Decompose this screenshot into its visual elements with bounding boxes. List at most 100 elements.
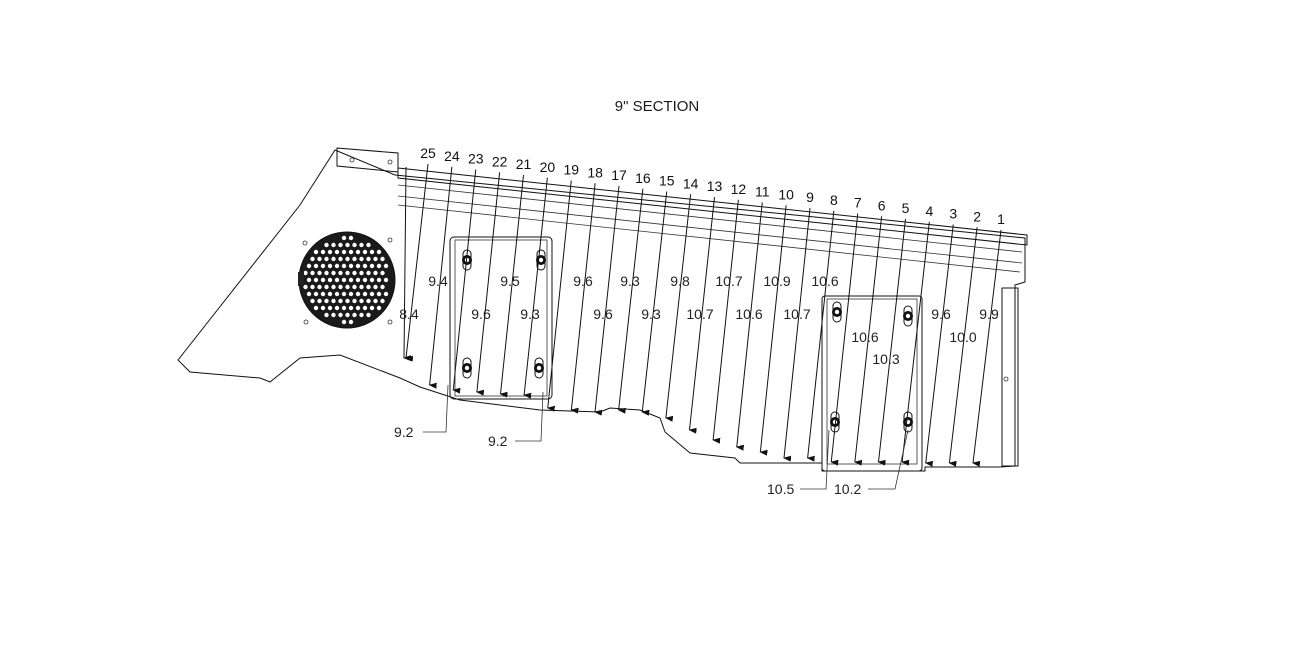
bay-number: 5	[902, 200, 910, 216]
grille-hole	[376, 305, 382, 311]
grille-hole	[306, 291, 312, 297]
bay-number: 13	[707, 178, 723, 194]
grille-hole	[362, 249, 368, 255]
grille-hole	[352, 284, 357, 290]
dimension-arrow	[712, 199, 739, 444]
dimension-arrow	[759, 205, 787, 456]
grille-hole	[317, 298, 322, 304]
grille-hole	[369, 249, 375, 255]
grille-hole	[324, 284, 329, 290]
grille-hole	[313, 277, 319, 283]
grille-hole	[341, 235, 347, 241]
grille-hole	[359, 284, 364, 290]
grille-hole	[373, 270, 378, 276]
bay-number: 24	[444, 148, 460, 164]
grille-hole	[383, 263, 389, 269]
grille-hole	[366, 256, 371, 262]
panel-outline	[177, 149, 1026, 472]
grille-hole	[352, 256, 357, 262]
grille-hole	[334, 249, 340, 255]
grille-hole	[334, 305, 340, 311]
dimension-arrow	[403, 166, 412, 362]
dimension-arrow	[806, 210, 835, 462]
grille-hole	[359, 312, 364, 318]
grille-hole	[359, 270, 364, 276]
grille-hole	[338, 298, 343, 304]
grille-hole	[306, 277, 312, 283]
bolt-center	[834, 309, 840, 315]
grille-hole	[317, 284, 322, 290]
bay-number: 14	[683, 175, 699, 191]
grille-hole	[362, 277, 368, 283]
grille-hole	[324, 270, 329, 276]
dimension-value: 9.6	[593, 306, 613, 322]
grille-hole	[348, 249, 354, 255]
grille-hole	[380, 284, 385, 290]
dimension-arrow	[546, 180, 572, 412]
grille-hole	[306, 263, 312, 269]
bay-number: 19	[563, 162, 579, 178]
grille-hole	[341, 291, 347, 297]
grille-hole	[345, 242, 350, 248]
grille-hole	[331, 284, 336, 290]
grille-hole	[376, 277, 382, 283]
bay-number: 18	[587, 164, 603, 180]
bay-number: 11	[755, 184, 770, 200]
grille-hole	[345, 298, 350, 304]
dimension-value: 9.3	[641, 306, 661, 322]
grille-hole	[362, 305, 368, 311]
bolt-center	[464, 365, 470, 371]
grille-hole	[373, 284, 378, 290]
top-rail	[336, 147, 1028, 273]
grille-hole	[369, 305, 375, 311]
dimension-arrow	[428, 166, 453, 389]
grille-hole	[327, 305, 333, 311]
dimension-value: 9.6	[931, 306, 951, 322]
grille-hole	[380, 256, 385, 262]
grille-hole	[355, 305, 361, 311]
dimension-value: 9.9	[979, 306, 999, 322]
dimension-value: 10.7	[686, 306, 713, 322]
grille-hole	[338, 312, 343, 318]
dimension-arrow	[405, 163, 429, 362]
grille-hole	[362, 291, 368, 297]
grille-hole	[334, 291, 340, 297]
grille-hole	[369, 263, 375, 269]
dimension-arrow	[853, 216, 883, 466]
bay-number: 25	[420, 145, 436, 161]
section-title: 9" SECTION	[615, 98, 700, 115]
grille-hole	[376, 249, 382, 255]
grille-hole	[359, 298, 364, 304]
grille-hole	[366, 242, 371, 248]
dimension-value: 9.6	[573, 273, 593, 289]
bolt-center	[538, 257, 544, 263]
dimension-value: 9.8	[670, 273, 690, 289]
dimension-arrow	[688, 196, 715, 434]
bay-number: 2	[973, 208, 981, 224]
grille-hole	[310, 270, 315, 276]
grille-hole	[352, 298, 357, 304]
dimension-arrow	[901, 221, 930, 466]
grille-hole	[327, 249, 333, 255]
callout-label: 9.2	[488, 433, 508, 449]
grille-hole	[341, 249, 347, 255]
grille-hole	[331, 312, 336, 318]
bay-number: 10	[778, 186, 794, 202]
grille-hole	[331, 298, 336, 304]
grille-hole	[348, 235, 354, 241]
grille-hole	[348, 305, 354, 311]
dimension-arrow	[877, 218, 906, 466]
dimension-arrow	[948, 227, 978, 467]
grille-hole	[352, 270, 357, 276]
dimension-arrow	[475, 172, 501, 396]
grille-hole	[355, 263, 361, 269]
dimension-arrow	[617, 188, 644, 414]
bay-number: 17	[611, 167, 627, 183]
grille-hole	[320, 291, 326, 297]
grille-hole	[366, 298, 371, 304]
fan-grille	[298, 231, 396, 329]
grille-hole	[341, 263, 347, 269]
grille-hole	[366, 270, 371, 276]
